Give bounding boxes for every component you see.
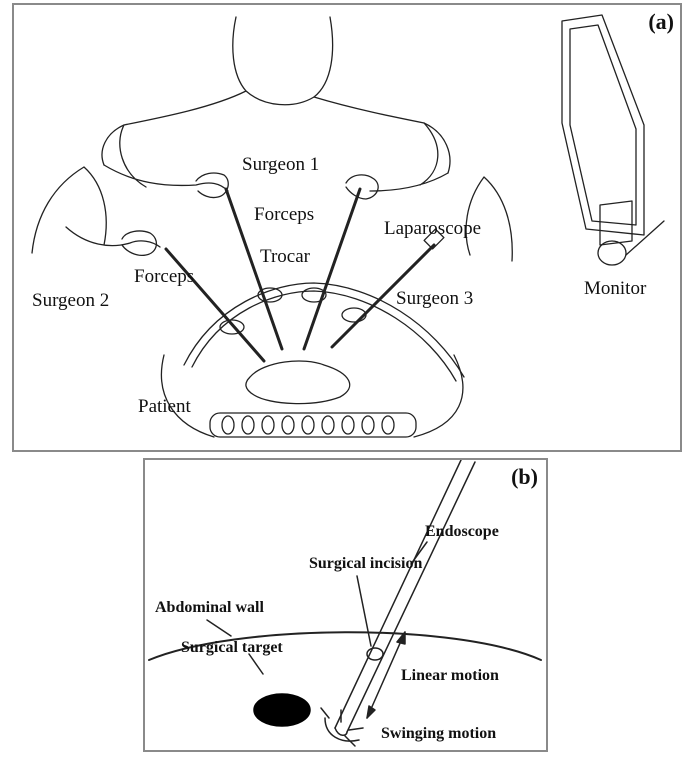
label-trocar: Trocar	[260, 247, 310, 266]
monitor-screen	[570, 25, 636, 225]
surgeon-1-left-hand	[196, 173, 228, 198]
label-linear-motion: Linear motion	[401, 668, 499, 684]
label-surgical-target: Surgical target	[181, 640, 283, 656]
panel-b-endoscope-motion: (b) Endoscope Surgical incision Abdomina…	[143, 458, 548, 752]
endoscope-shaft	[335, 460, 475, 732]
endoscope-tip	[335, 728, 347, 735]
swing-arrow-3	[349, 728, 363, 730]
label-forceps-center: Forceps	[254, 205, 314, 224]
linear-motion-arrow	[367, 632, 405, 718]
surgeon-2-arm	[66, 227, 160, 247]
trocar-1	[220, 320, 244, 334]
label-surgeon-2: Surgeon 2	[32, 291, 109, 310]
leader-target	[249, 654, 263, 674]
table-pattern	[222, 416, 394, 434]
label-abdominal-wall: Abdominal wall	[155, 600, 264, 616]
swing-arrow-1	[321, 708, 329, 718]
surgeon-1-right-hand	[346, 175, 378, 199]
label-swinging-motion: Swinging motion	[381, 726, 496, 742]
surgeon-1-head	[233, 17, 333, 105]
panel-a-tag: (a)	[648, 11, 674, 33]
surgical-target	[254, 694, 310, 726]
label-patient: Patient	[138, 397, 191, 416]
label-laparoscope: Laparoscope	[384, 219, 481, 238]
label-surgical-incision: Surgical incision	[309, 556, 422, 572]
surgeon-1-right-arm	[370, 123, 448, 191]
label-surgeon-1: Surgeon 1	[242, 155, 319, 174]
label-forceps-left: Forceps	[134, 267, 194, 286]
leader-incision	[357, 576, 371, 646]
surgical-field-organ	[246, 361, 350, 404]
panel-b-tag: (b)	[511, 466, 538, 488]
label-surgeon-3: Surgeon 3	[396, 289, 473, 308]
monitor-base	[598, 241, 626, 265]
linear-motion-arrowhead-bottom	[367, 706, 375, 718]
leader-abdominal-wall	[207, 620, 231, 636]
panel-a-surgical-setup: Surgeon 1 Forceps Laparoscope Trocar For…	[12, 3, 682, 452]
surgical-scene-illustration	[14, 5, 680, 450]
label-monitor: Monitor	[584, 279, 646, 298]
surgeon-2-body	[32, 167, 106, 253]
surgeon-1-left-arm	[104, 125, 228, 191]
patient-body	[161, 355, 462, 437]
label-endoscope: Endoscope	[425, 524, 499, 540]
